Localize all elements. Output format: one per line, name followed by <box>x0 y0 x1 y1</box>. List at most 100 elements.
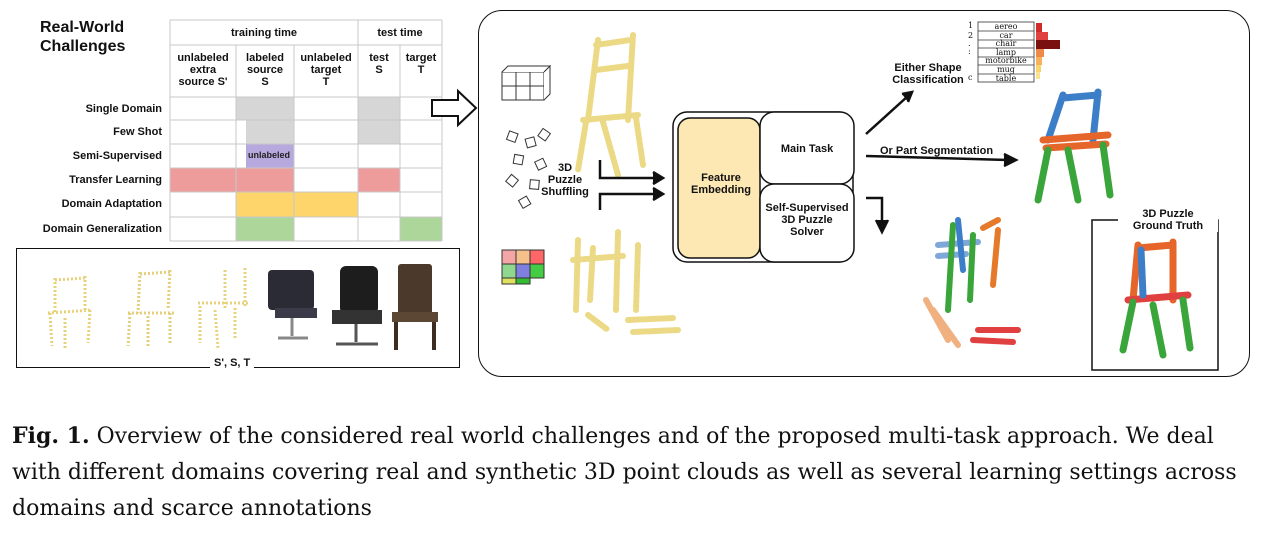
synthetic-chair-1 <box>47 276 93 348</box>
shape-classification-label: Either Shape Classification <box>888 62 968 86</box>
synthetic-chair-3 <box>198 268 250 349</box>
output-arrows <box>865 90 1019 235</box>
column-header-line: T <box>417 64 425 76</box>
class-name: aereo <box>994 22 1018 31</box>
class-index: . <box>968 39 971 48</box>
table-title: Real-World Challenges <box>40 18 125 56</box>
row-label: Domain Generalization <box>42 223 162 235</box>
colored-cubes-icon <box>501 249 545 285</box>
ssl-label-2: 3D Puzzle <box>781 214 833 226</box>
row-label: Domain Adaptation <box>61 198 162 210</box>
grid-cell-fill <box>358 97 400 120</box>
unlabeled-tag: unlabeled <box>248 150 291 160</box>
real-chair-2 <box>332 266 382 346</box>
class-index: : <box>968 47 971 56</box>
grid-cell-fill <box>246 120 294 144</box>
column-header-line: S <box>261 76 269 88</box>
intact-chair <box>575 32 646 178</box>
grid-cell-fill <box>236 192 294 217</box>
grid-cell-fill <box>170 168 236 192</box>
pipeline-graphics <box>501 21 1219 371</box>
class-table <box>977 21 1035 83</box>
column-header-line: T <box>322 76 330 88</box>
grid-cell-fill <box>358 168 400 192</box>
table-title-line1: Real-World <box>40 19 125 36</box>
embedding-label-1: Feature <box>701 172 741 184</box>
real-chair-3 <box>392 264 438 350</box>
ssl-block <box>759 183 855 263</box>
column-header-line: source S' <box>178 76 228 88</box>
embedding-label-2: Embedding <box>691 184 751 196</box>
grid-cell-fill <box>236 97 294 120</box>
table-title-line2: Challenges <box>40 38 126 55</box>
gt-label-1: 3D Puzzle <box>1142 208 1194 220</box>
column-header-line: unlabeled <box>177 52 229 64</box>
figure-caption: Fig. 1. Overview of the considered real … <box>12 418 1257 527</box>
grid-cell-fill <box>294 192 358 217</box>
part-segmentation-label: Or Part Segmentation <box>880 145 994 157</box>
class-name: lamp <box>995 47 1017 57</box>
row-label: Transfer Learning <box>69 174 162 186</box>
segmented-chair <box>1034 88 1114 204</box>
pipeline-box <box>478 10 1250 377</box>
column-header-line: target <box>310 64 342 76</box>
gt-label-2: Ground Truth <box>1132 220 1204 232</box>
row-label: Single Domain <box>85 103 162 115</box>
sample-chairs <box>47 264 438 350</box>
caption-prefix: Fig. 1. <box>12 423 90 449</box>
scattered-cubes-icon <box>505 127 552 210</box>
class-name: mug <box>997 65 1015 74</box>
synthetic-chair-2 <box>126 269 175 347</box>
shape-cls-2: Classification <box>892 74 964 86</box>
feature-embedding-label: Feature Embedding <box>680 172 762 196</box>
solver-output-chair <box>923 217 1021 348</box>
caption-text: Overview of the considered real world ch… <box>12 424 1237 521</box>
puzzle-label-3: Shuffling <box>541 186 589 198</box>
puzzle-label-2: Puzzle <box>547 174 583 186</box>
ordered-cubes-icon <box>501 64 552 101</box>
class-bars <box>1036 23 1060 79</box>
grid-cell-fill <box>236 168 294 192</box>
puzzle-label-1: 3D <box>557 162 573 174</box>
ground-truth-label: 3D Puzzle Ground Truth <box>1118 208 1218 232</box>
arrow-right-icon <box>431 88 478 128</box>
input-arrows <box>598 160 666 210</box>
ground-truth-chair <box>1119 238 1194 359</box>
column-header-line: unlabeled <box>300 52 352 64</box>
challenges-grid <box>169 19 443 242</box>
group-test-time: test time <box>377 27 423 39</box>
grid-cell-fill <box>236 217 294 241</box>
class-name: car <box>999 30 1013 40</box>
column-header-line: labeled <box>246 52 284 64</box>
group-training-time: training time <box>230 27 297 39</box>
column-header-line: extra <box>189 64 217 76</box>
class-name: table <box>995 73 1017 83</box>
column-header-line: source <box>246 64 284 76</box>
shape-cls-1: Either Shape <box>894 62 962 74</box>
class-name: chair <box>995 39 1017 49</box>
class-index: c <box>968 73 973 82</box>
row-label: Semi-Supervised <box>72 150 162 162</box>
column-header-line: test <box>369 52 389 64</box>
ssl-label: Self-Supervised 3D Puzzle Solver <box>760 202 854 238</box>
class-name: motorbike <box>985 56 1027 66</box>
row-label: Few Shot <box>113 126 162 138</box>
column-header-line: target <box>405 52 437 64</box>
column-header-line: S <box>375 64 383 76</box>
class-index: 2 <box>968 31 974 40</box>
main-task-label: Main Task <box>780 143 834 155</box>
grid-cell-fill <box>400 217 442 241</box>
samples-label: S', S, T <box>210 357 255 369</box>
real-chair-1 <box>268 270 317 340</box>
class-index: 1 <box>968 21 974 30</box>
ssl-label-1: Self-Supervised <box>765 202 849 214</box>
grid-cell-fill <box>358 120 400 144</box>
grid-cell-fill <box>246 144 294 168</box>
puzzle-shuffling-label: 3D Puzzle Shuffling <box>540 162 590 198</box>
feature-embedding-block <box>677 117 761 259</box>
